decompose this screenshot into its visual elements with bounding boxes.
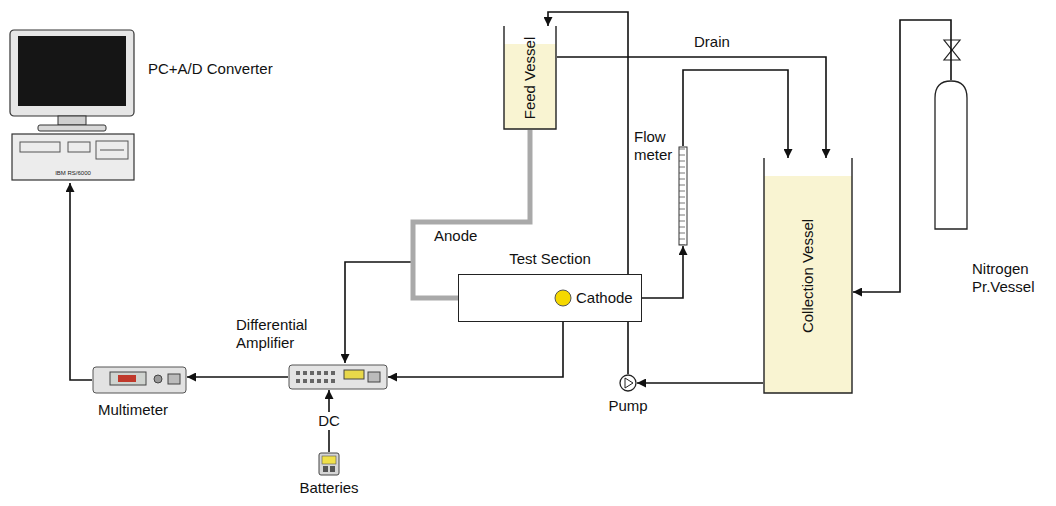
collection-vessel-node: Collection Vessel bbox=[763, 158, 853, 394]
flow-connector bbox=[637, 382, 763, 384]
feed-vessel-label: Feed Vessel bbox=[521, 37, 539, 120]
test-section-node: Test SectionCathode bbox=[458, 248, 642, 324]
batteries-label: Batteries bbox=[296, 479, 362, 497]
multimeter-node: Multimeter bbox=[92, 366, 192, 422]
flow-connector bbox=[683, 70, 788, 158]
flow-connector bbox=[557, 57, 826, 158]
nitrogen-vessel-label: Nitrogen Pr.Vessel bbox=[972, 260, 1050, 296]
flow-meter-node: Flow meter bbox=[632, 124, 692, 250]
computer-node: PC+A/D Converter bbox=[8, 28, 293, 188]
differential-amplifier-label: Differential Amplifier bbox=[236, 316, 328, 352]
connector-label: DC bbox=[316, 412, 342, 430]
test-section-label: Test Section bbox=[458, 250, 642, 268]
pump-shape bbox=[619, 374, 637, 392]
cathode-node: Cathode bbox=[554, 286, 634, 310]
model-label: IBM RS/6000 bbox=[12, 170, 134, 177]
multimeter-shape bbox=[92, 366, 187, 394]
multimeter-label: Multimeter bbox=[98, 401, 188, 419]
computer-shape bbox=[8, 28, 138, 183]
flow-connector bbox=[187, 376, 288, 378]
valve-symbol bbox=[944, 40, 960, 60]
batteries-shape bbox=[318, 452, 340, 476]
cathode-shape bbox=[554, 289, 572, 307]
computer-label: PC+A/D Converter bbox=[148, 60, 290, 78]
feed-vessel-node: Feed Vessel bbox=[503, 26, 557, 130]
collection-vessel-label: Collection Vessel bbox=[799, 219, 817, 333]
cathode-label: Cathode bbox=[576, 289, 634, 307]
flow-connector bbox=[642, 246, 683, 298]
pump-node: Pump bbox=[604, 372, 652, 418]
pump-label: Pump bbox=[604, 397, 652, 415]
differential-amplifier-node: Differential Amplifier bbox=[236, 316, 392, 392]
nitrogen-vessel-shape bbox=[934, 80, 968, 230]
differential-amplifier-shape bbox=[288, 364, 388, 390]
flow-meter-label: Flow meter bbox=[634, 128, 676, 164]
connector-label: Drain bbox=[692, 33, 732, 51]
batteries-node: Batteries bbox=[296, 452, 362, 500]
anode-wire bbox=[345, 262, 413, 363]
flow-connector bbox=[70, 183, 92, 380]
anode-pipe bbox=[413, 130, 530, 298]
connector-label: Anode bbox=[432, 227, 479, 245]
flow-meter-shape bbox=[678, 146, 688, 246]
nitrogen-vessel-node: Nitrogen Pr.Vessel bbox=[928, 70, 1052, 302]
